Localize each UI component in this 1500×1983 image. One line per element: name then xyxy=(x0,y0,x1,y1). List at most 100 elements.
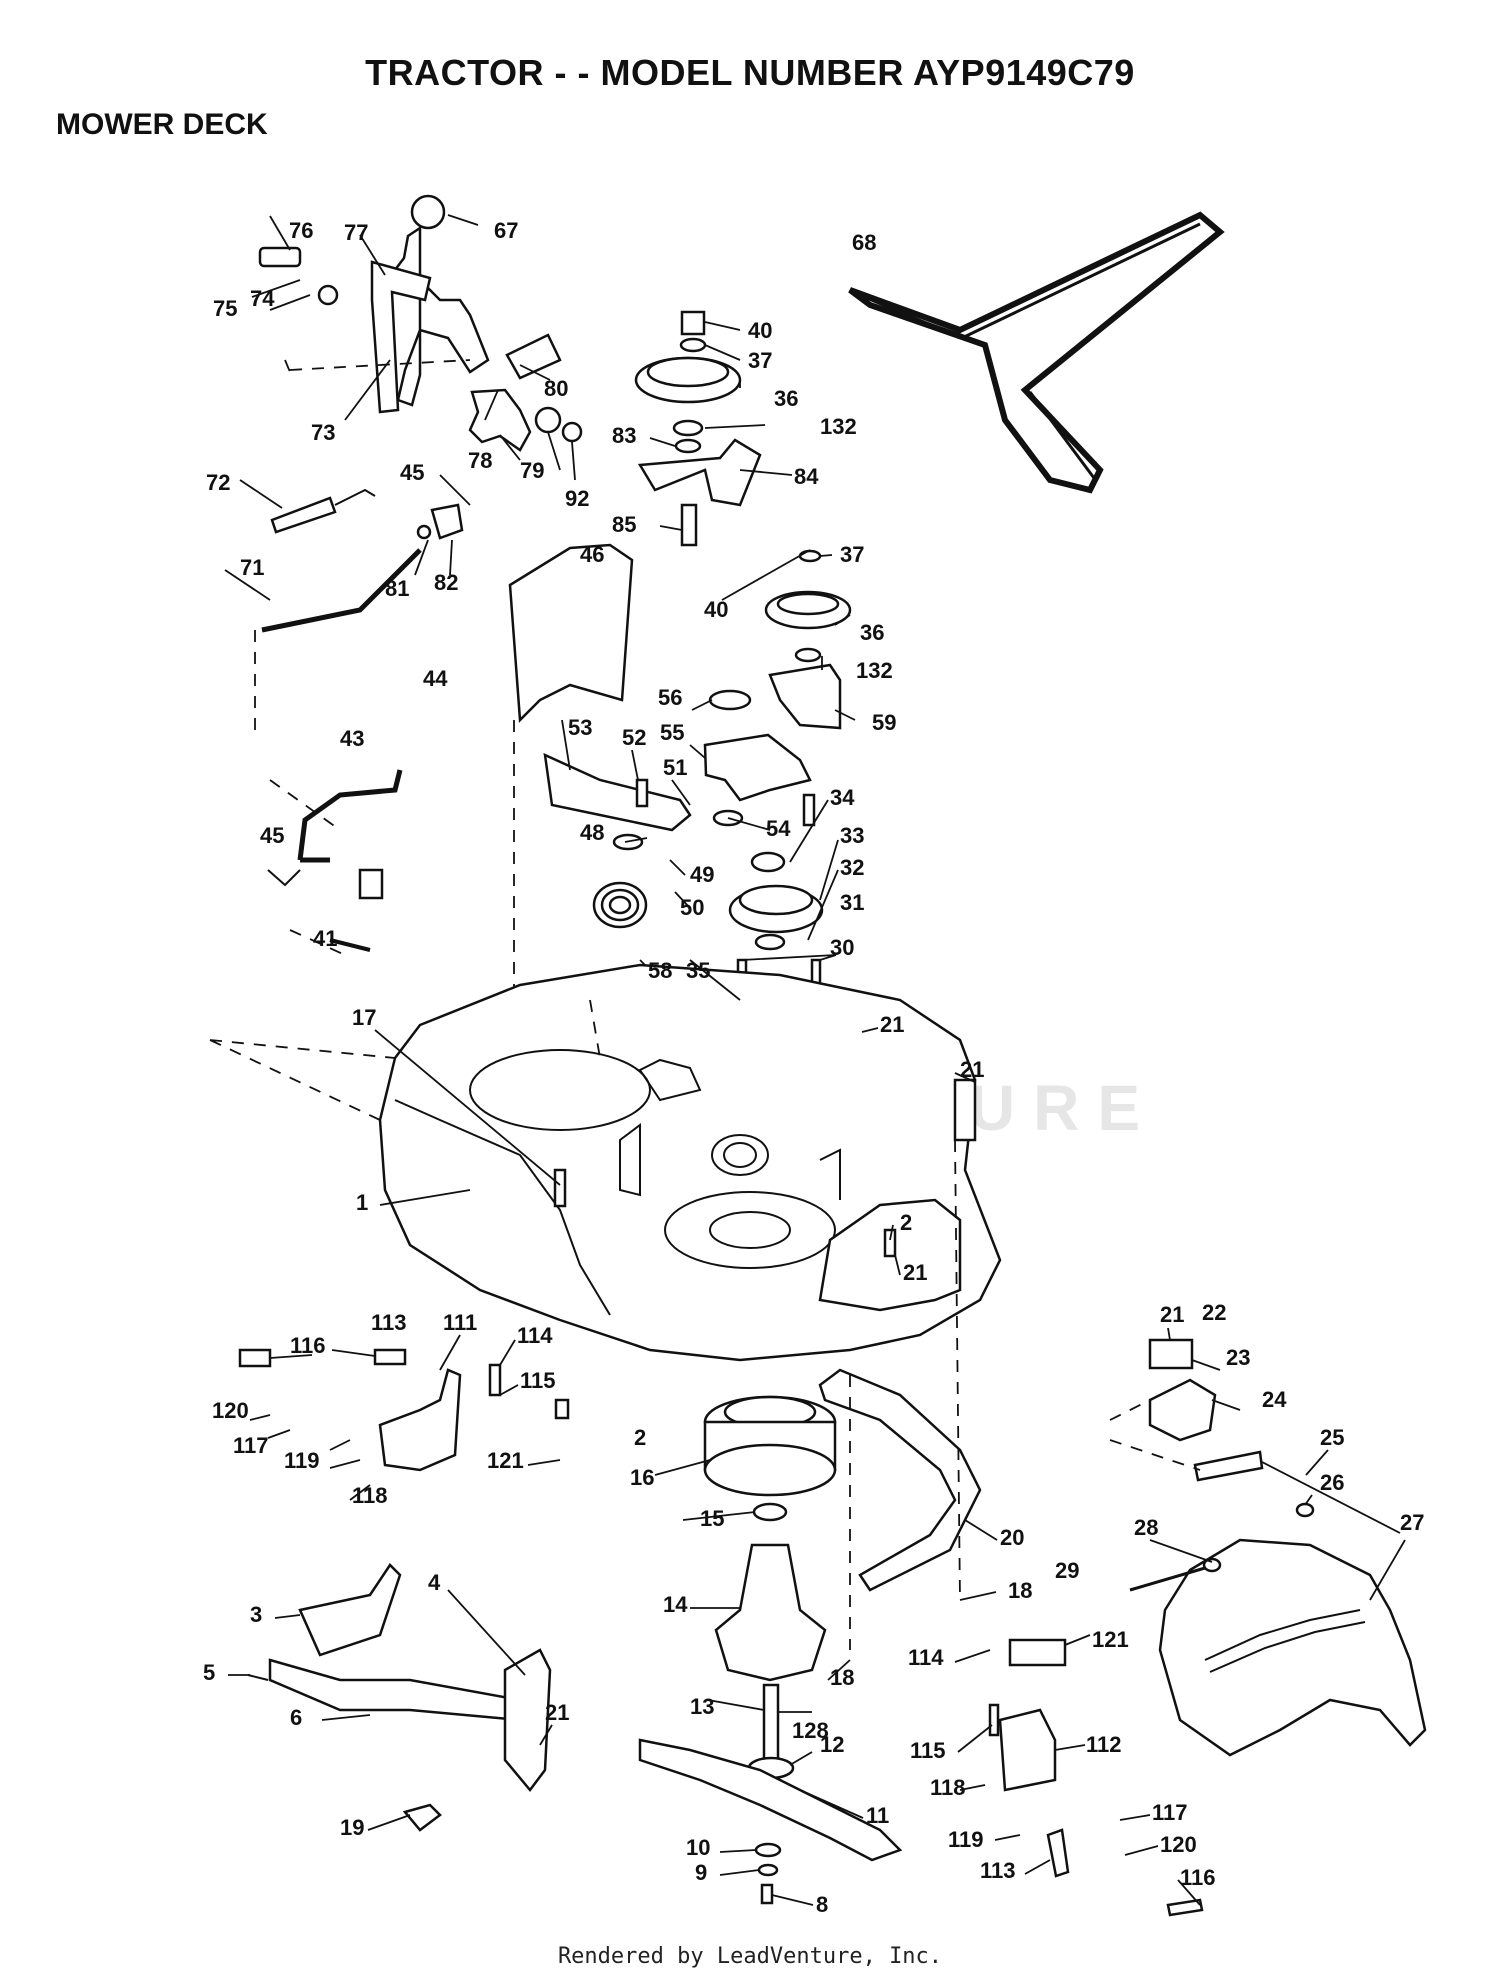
callout: 132 xyxy=(856,658,893,683)
section-title: MOWER DECK xyxy=(56,108,268,141)
belt-guard xyxy=(818,1139,982,1650)
callout: 79 xyxy=(520,458,544,483)
callout: 58 xyxy=(648,958,672,983)
callout: 45 xyxy=(400,460,424,485)
callout: 44 xyxy=(423,666,448,691)
callout: 37 xyxy=(748,348,772,373)
callout: 114 xyxy=(908,1645,944,1670)
callout: 82 xyxy=(434,570,458,595)
callout: 3 xyxy=(250,1602,262,1627)
callout: 32 xyxy=(840,855,864,880)
blade-spindle-assembly xyxy=(638,1395,903,1905)
callout: 20 xyxy=(1000,1525,1024,1550)
front-hanger-bracket xyxy=(1109,1338,1315,1518)
callout: 10 xyxy=(686,1835,710,1860)
front-link-assembly xyxy=(247,1563,552,1832)
callout: 80 xyxy=(544,376,568,401)
callout: 115 xyxy=(910,1738,946,1763)
callout: 18 xyxy=(830,1665,854,1690)
callout: 25 xyxy=(1320,1425,1344,1450)
callout: 41 xyxy=(313,926,337,951)
callout: 21 xyxy=(903,1260,927,1285)
callout: 75 xyxy=(213,296,237,321)
callout: 22 xyxy=(1202,1300,1226,1325)
rear-hanger-left xyxy=(238,1348,570,1472)
callout: 119 xyxy=(948,1827,984,1852)
callout: 118 xyxy=(352,1483,388,1508)
callout: 37 xyxy=(840,542,864,567)
discharge-chute xyxy=(1129,1538,1427,1757)
callout: 54 xyxy=(766,816,791,841)
bracket-112 xyxy=(998,1708,1057,1792)
idler-pulley-stack-lower xyxy=(764,549,852,730)
callout: 6 xyxy=(290,1705,302,1730)
callout: 48 xyxy=(580,820,604,845)
callout: 84 xyxy=(794,464,819,489)
leader-lines xyxy=(224,214,1406,1906)
callout: 8 xyxy=(816,1892,828,1917)
callout: 55 xyxy=(660,720,684,745)
page-title: TRACTOR - - MODEL NUMBER AYP9149C79 xyxy=(365,52,1135,93)
callout: 52 xyxy=(622,725,646,750)
callout: 29 xyxy=(1055,1558,1079,1583)
callout: 28 xyxy=(1134,1515,1158,1540)
torsion-spring xyxy=(592,881,648,929)
callout: 111 xyxy=(443,1310,477,1335)
callout: 117 xyxy=(233,1433,269,1458)
callout: 17 xyxy=(352,1005,376,1030)
lift-link xyxy=(267,769,403,956)
callout: 19 xyxy=(340,1815,364,1840)
callout: 67 xyxy=(494,218,518,243)
callout: 21 xyxy=(1160,1302,1184,1327)
callout: 26 xyxy=(1320,1470,1344,1495)
callout: 119 xyxy=(284,1448,320,1473)
callout: 71 xyxy=(240,555,264,580)
callout: 46 xyxy=(580,542,604,567)
callout: 45 xyxy=(260,823,284,848)
fastener-115 xyxy=(988,1703,1000,1737)
callout: 4 xyxy=(428,1570,441,1595)
callout: 11 xyxy=(866,1803,889,1828)
callout: 36 xyxy=(774,386,798,411)
callout: 68 xyxy=(852,230,876,255)
callout: 24 xyxy=(1262,1387,1287,1412)
callout: 81 xyxy=(385,576,409,601)
callout: 132 xyxy=(820,414,857,439)
mower-deck-housing xyxy=(209,963,1002,1362)
callout: 53 xyxy=(568,715,592,740)
lift-lever-assembly xyxy=(258,194,583,452)
callout: 33 xyxy=(840,823,864,848)
callout: 49 xyxy=(690,862,714,887)
callout: 18 xyxy=(1008,1578,1032,1603)
callout: 73 xyxy=(311,420,335,445)
callout: 113 xyxy=(980,1858,1016,1883)
idler-pulley-stack-upper xyxy=(634,310,762,547)
drive-belt xyxy=(848,211,1225,494)
callout: 5 xyxy=(203,1660,215,1685)
brake-arm xyxy=(543,752,692,851)
callout: 78 xyxy=(468,448,492,473)
callout: 14 xyxy=(663,1592,688,1617)
callout: 121 xyxy=(487,1448,524,1473)
callout: 83 xyxy=(612,423,636,448)
callout: 1 xyxy=(356,1190,368,1215)
callout: 40 xyxy=(748,318,772,343)
callout: 2 xyxy=(900,1210,912,1235)
fastener-116 xyxy=(1166,1898,1204,1917)
callout: 31 xyxy=(840,890,864,915)
callout: 23 xyxy=(1226,1345,1250,1370)
lift-spring-and-rod xyxy=(254,488,464,740)
callout: 16 xyxy=(630,1465,654,1490)
callout: 113 xyxy=(371,1310,407,1335)
callout: 120 xyxy=(1160,1832,1197,1857)
callout: 112 xyxy=(1086,1732,1122,1757)
callout: 34 xyxy=(830,785,855,810)
belt-cover xyxy=(508,543,634,723)
fastener-113 xyxy=(1046,1828,1070,1878)
callout: 40 xyxy=(704,597,728,622)
callout: 13 xyxy=(690,1694,714,1719)
callout-labels: 1 2 2 3 4 5 6 8 9 10 11 12 13 14 15 16 1… xyxy=(203,218,1424,1917)
callout: 118 xyxy=(930,1775,966,1800)
callout: 27 xyxy=(1400,1510,1424,1535)
